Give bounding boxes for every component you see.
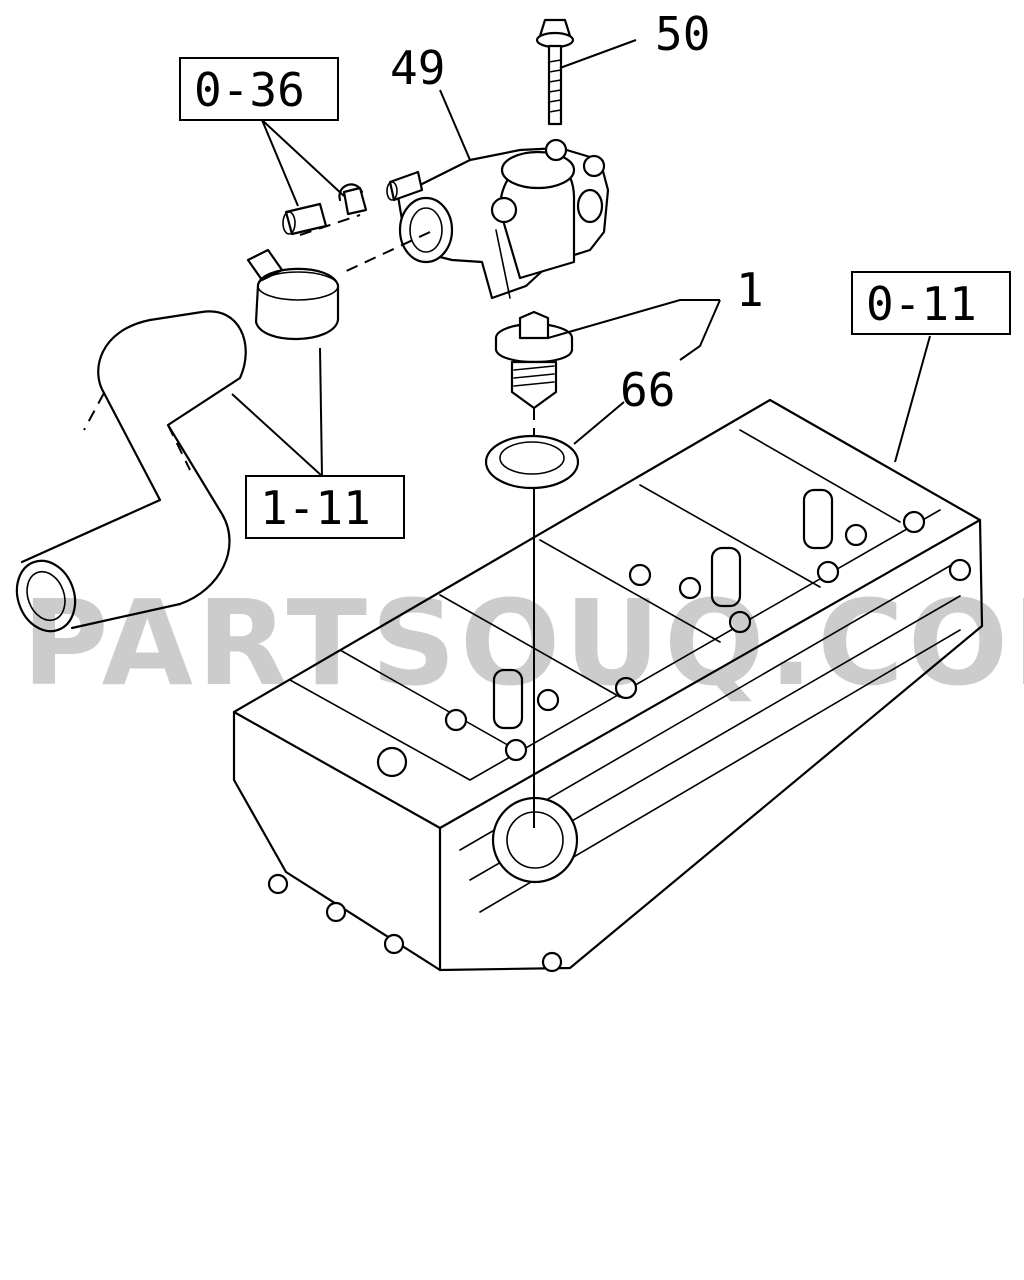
- hose-clamp[interactable]: [246, 248, 340, 341]
- flange-bolt[interactable]: [535, 18, 575, 126]
- watermark-text: PARTSOUQ.COM: [22, 574, 1024, 712]
- ref-box-1-11[interactable]: [245, 475, 405, 539]
- callout-66: 66: [620, 363, 675, 417]
- leader-lines: [231, 39, 931, 828]
- thermostat[interactable]: [494, 310, 574, 410]
- thermostat-gasket[interactable]: [484, 434, 580, 490]
- ref-box-0-36[interactable]: [179, 57, 339, 121]
- radiator-hose[interactable]: [7, 310, 247, 639]
- callout-49: 49: [390, 41, 445, 95]
- ref-label-0-36: 0-36: [194, 63, 305, 117]
- ref-label-0-11: 0-11: [866, 277, 977, 331]
- callout-1: 1: [736, 263, 764, 317]
- ref-label-1-11: 1-11: [260, 481, 371, 535]
- cylinder-head[interactable]: [232, 398, 984, 973]
- ref-box-0-11[interactable]: [851, 271, 1011, 335]
- callout-50: 50: [655, 7, 710, 61]
- thermostat-housing[interactable]: [386, 138, 610, 300]
